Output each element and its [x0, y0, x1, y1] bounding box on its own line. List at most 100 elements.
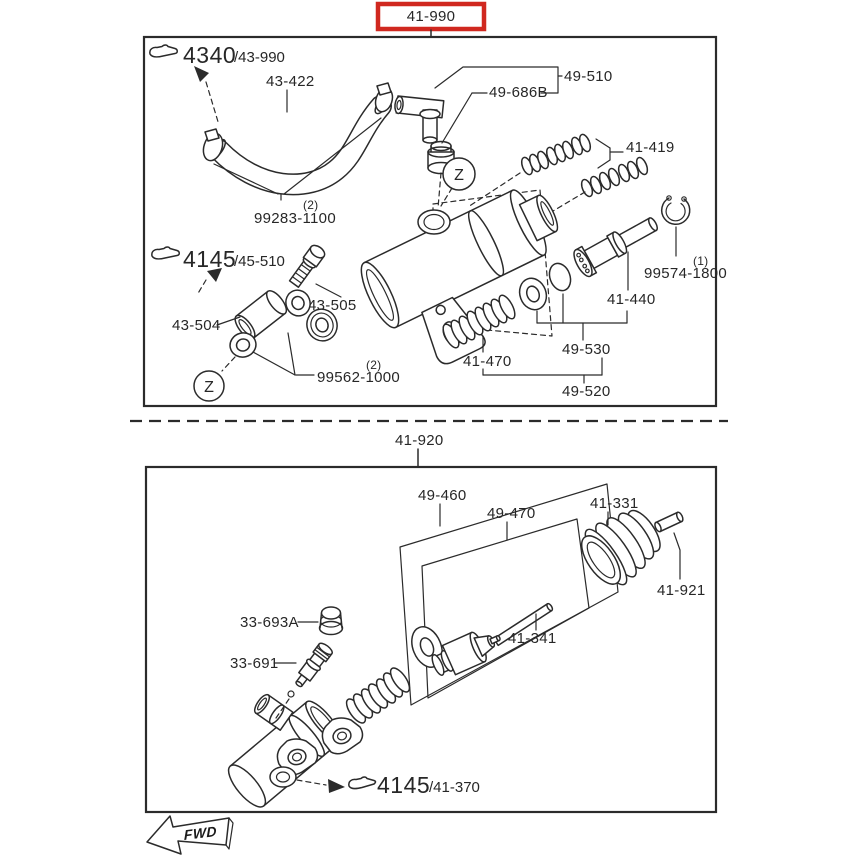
fwd-marker: FWD: [146, 815, 234, 855]
hose-clamp-right: [374, 82, 394, 113]
bleeder-ball: [287, 690, 295, 698]
pipe-grommet: [427, 140, 455, 175]
kit-sheet-outer: [399, 483, 619, 706]
piston-callout: 41-440: [607, 251, 656, 308]
boot-callout: 41-331: [590, 495, 639, 526]
highlighted-ref-box: 41-990: [375, 1, 487, 38]
repair-kit-callout: 49-520: [482, 357, 611, 400]
hand-icon-mid: [151, 246, 180, 260]
slave-port: [269, 766, 297, 788]
pin-callout: 41-921: [657, 532, 705, 599]
bushing-callout: 43-504: [172, 316, 241, 334]
label-49-520: 49-520: [562, 383, 611, 400]
panel2-title: 41-920: [395, 432, 444, 467]
label-washer-qty: (2): [366, 358, 381, 372]
label-snap-ring-qty: (1): [693, 254, 708, 268]
zone-letter-lower: Z: [204, 379, 214, 396]
push-rod-callout: 41-341: [508, 613, 557, 647]
dust-boot: [580, 509, 661, 586]
piston-41-440: [573, 217, 659, 278]
valve-spring-lower: [580, 156, 649, 198]
clutch-hose: [208, 95, 392, 196]
zone-circle-lower: Z: [193, 370, 225, 402]
zone-letter-upper: Z: [454, 167, 464, 184]
mount-bolt: [288, 244, 326, 288]
hose-callout: 43-422: [266, 73, 315, 113]
label-41-419: 41-419: [626, 139, 675, 156]
spring-axis-dash-2: [547, 191, 586, 215]
label-41-920: 41-920: [395, 432, 444, 449]
valve-spring-upper: [520, 133, 592, 176]
cup-seal: [518, 277, 548, 311]
bleeder-callout: 33-691: [230, 655, 297, 672]
pipe-assy-callout: 49-686B 49-510: [434, 66, 613, 144]
ref-callout-top: 4340 /43-990: [149, 42, 285, 126]
fwd-arrow: [146, 815, 230, 855]
snap-ring-callout: (1) 99574-1800: [644, 226, 727, 282]
callout-arrowhead-mid: [207, 268, 222, 282]
hand-icon-top: [149, 44, 178, 58]
kit-outer-callout: 49-460: [418, 487, 467, 527]
kit-inner-callout: 49-470: [487, 505, 536, 541]
label-4340: 4340: [183, 42, 236, 68]
bolt-callout: 43-505: [308, 283, 356, 314]
snap-ring: [660, 195, 691, 226]
label-33-691: 33-691: [230, 655, 279, 672]
label-41-370: /41-370: [429, 779, 480, 796]
label-41-470: 41-470: [463, 353, 512, 370]
label-4145-mid: 4145: [183, 246, 236, 272]
label-49-460: 49-460: [418, 487, 467, 504]
bleeder-screw: [295, 642, 333, 688]
piston-spring: [442, 294, 516, 349]
panel2-border: [144, 465, 718, 814]
panel1-border: [142, 35, 718, 408]
callout-arrowhead-top: [194, 66, 209, 82]
zone-port-dash: [440, 187, 453, 207]
label-41-341: 41-341: [508, 630, 557, 647]
hose-clamp-left: [202, 128, 224, 162]
clamps-callout: (2) 99283-1100: [213, 117, 382, 227]
washer-zone-dash: [221, 356, 236, 372]
hand-icon-bottom: [348, 776, 377, 790]
label-49-686B: 49-686B: [489, 84, 548, 101]
label-41-331: 41-331: [590, 495, 639, 512]
mount-ear-lower: [276, 738, 319, 776]
label-49-530: 49-530: [562, 341, 611, 358]
label-99562-1000: 99562-1000: [317, 369, 400, 386]
label-99574-1800: 99574-1800: [644, 265, 727, 282]
washer-c: [229, 332, 257, 358]
label-43-504: 43-504: [172, 317, 221, 334]
washer-a: [285, 289, 311, 317]
bushing: [234, 289, 288, 340]
cup-set-callout: 49-530: [536, 293, 628, 358]
mount-ear-upper: [321, 717, 364, 755]
push-rod-pin: [654, 511, 684, 533]
label-49-470: 49-470: [487, 505, 536, 522]
valve-springs-callout: 41-419: [595, 138, 675, 169]
label-99283-1100: 99283-1100: [254, 210, 336, 227]
label-41-990: 41-990: [407, 8, 456, 25]
washer-b: [306, 308, 338, 342]
pipe-fitting: [394, 95, 445, 144]
slave-inlet-boss: [253, 693, 294, 731]
spring-axis-dash-1: [467, 172, 521, 208]
label-41-440: 41-440: [607, 291, 656, 308]
washers-callout: (2) 99562-1000: [252, 332, 400, 386]
bleeder-cap: [318, 606, 344, 636]
reservoir-port: [417, 209, 451, 235]
label-43-422: 43-422: [266, 73, 315, 90]
label-43-990: /43-990: [234, 49, 285, 66]
label-clamp-qty: (2): [303, 198, 318, 212]
slave-piston: [431, 631, 501, 676]
label-49-510: 49-510: [564, 68, 613, 85]
zone-circle-upper: Z: [442, 157, 476, 191]
label-4145-bottom: 4145: [377, 772, 430, 798]
bleeder-dash: [275, 698, 290, 719]
fwd-label: FWD: [184, 823, 217, 843]
label-33-693A: 33-693A: [240, 614, 299, 631]
cap-callout: 33-693A: [240, 614, 319, 631]
label-45-510: /45-510: [234, 253, 285, 270]
slave-spring: [345, 667, 411, 724]
